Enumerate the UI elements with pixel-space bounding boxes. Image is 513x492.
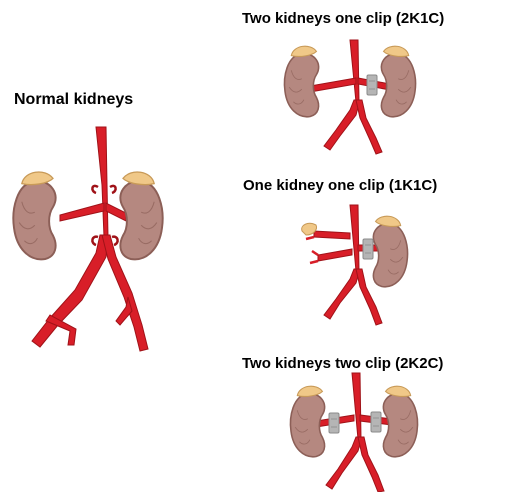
- 1k1c-clip: [363, 239, 373, 259]
- 2k2c-left-clip: [329, 413, 339, 433]
- two-kidneys-two-clip-title: Two kidneys two clip (2K2C): [242, 356, 443, 371]
- 2k2c-right-kidney: [383, 386, 417, 457]
- normal-kidneys-diagram: [20, 125, 160, 355]
- one-kidney-one-clip-diagram: [294, 205, 414, 327]
- 1k1c-right-kidney: [373, 216, 407, 287]
- 2k1c-left-kidney: [284, 46, 318, 117]
- two-kidneys-one-clip-title: Two kidneys one clip (2K1C): [242, 11, 444, 26]
- 2k1c-right-kidney: [381, 46, 415, 117]
- 2k2c-right-clip: [371, 412, 381, 432]
- 1k1c-aorta: [306, 205, 386, 325]
- two-kidneys-two-clip-diagram: [292, 373, 422, 492]
- 2k1c-aorta: [310, 40, 390, 154]
- 2k1c-clip: [367, 75, 377, 95]
- one-kidney-one-clip-title: One kidney one clip (1K1C): [243, 178, 437, 193]
- normal-left-kidney: [13, 172, 55, 259]
- 2k2c-left-kidney: [290, 386, 324, 457]
- 2k2c-aorta: [316, 373, 392, 492]
- normal-kidneys-title: Normal kidneys: [14, 92, 133, 108]
- two-kidneys-one-clip-diagram: [286, 40, 416, 155]
- normal-right-kidney: [120, 172, 162, 259]
